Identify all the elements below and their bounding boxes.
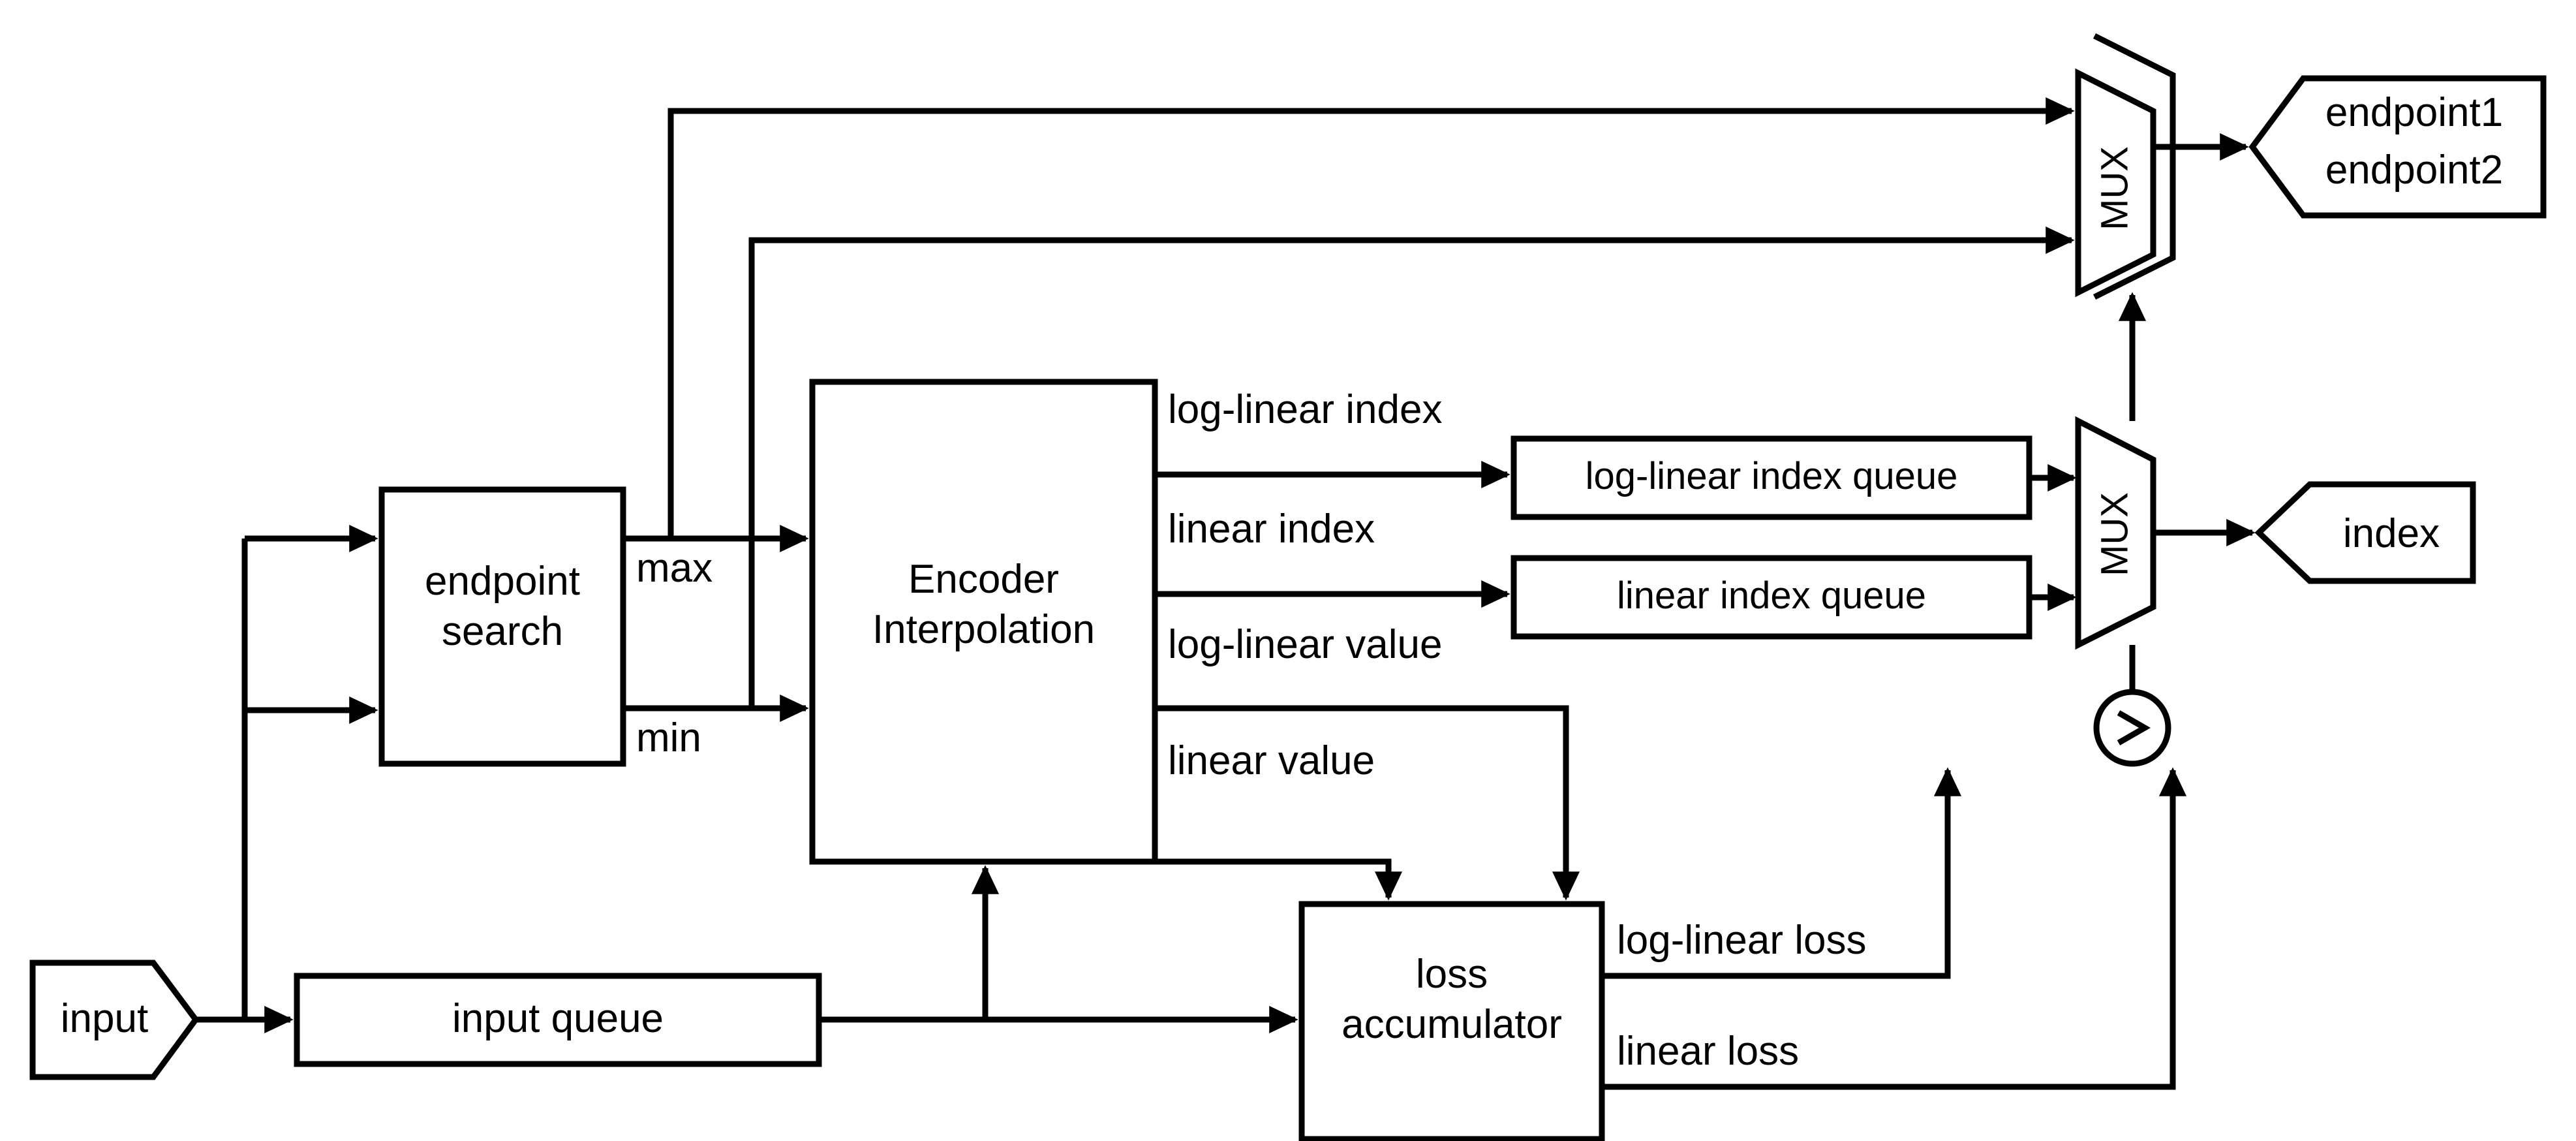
wire-log-linear-value [1155,705,1580,901]
linear-loss-signal-label: linear loss [1617,1029,1800,1074]
encoder-interpolation-label-line2: Interpolation [872,607,1096,652]
wire-log-linear-loss [1602,767,1962,979]
loss-accumulator-box [1298,901,1605,1141]
encoder-interpolation-label-line1: Encoder [908,557,1059,602]
endpoint-search-label-line1: endpoint [425,559,580,604]
loss-accumulator-label-line2: accumulator [1342,1002,1562,1047]
endpoint1-label: endpoint1 [2325,90,2504,135]
endpoint-search-box [378,486,626,767]
loss-accumulator-label-line1: loss [1415,952,1488,997]
log-linear-loss-signal-label: log-linear loss [1617,918,1867,963]
wire-linear-value [1155,858,1403,901]
linear-index-signal-label: linear index [1168,507,1375,552]
input-queue-box [294,973,822,1067]
min-signal-label: min [636,715,701,760]
linear-value-signal-label: linear value [1168,738,1375,783]
wire-linear-loss [1602,767,2187,1090]
input-terminal-shape [29,960,200,1080]
wire-max-riser [667,97,2075,539]
endpoint2-label: endpoint2 [2325,148,2504,193]
comparator-greater-than-glyph [2117,710,2151,745]
mux-top-shape [2075,68,2156,298]
linear-index-queue-box [1510,555,2032,640]
log-linear-index-queue-label: log-linear index queue [1585,455,1958,497]
max-signal-label: max [636,546,713,591]
log-linear-index-signal-label: log-linear index [1168,387,1443,432]
input-queue-label: input queue [452,996,664,1041]
comparator-circle [2093,689,2171,767]
endpoint-search-label-line2: search [441,609,564,654]
wire-min-riser [748,226,2075,708]
index-terminal-label: index [2342,511,2440,556]
encoder-interpolation-box [809,379,1158,865]
endpoint-output-shape [2248,75,2547,219]
linear-index-queue-label: linear index queue [1616,574,1927,617]
mux-mid-shape [2075,416,2156,650]
mux-top-label: MUX [2093,146,2136,230]
index-output-shape [2254,481,2476,584]
log-linear-value-signal-label: log-linear value [1168,622,1443,667]
input-terminal-label: input [60,996,149,1041]
mux-mid-label: MUX [2093,492,2136,576]
